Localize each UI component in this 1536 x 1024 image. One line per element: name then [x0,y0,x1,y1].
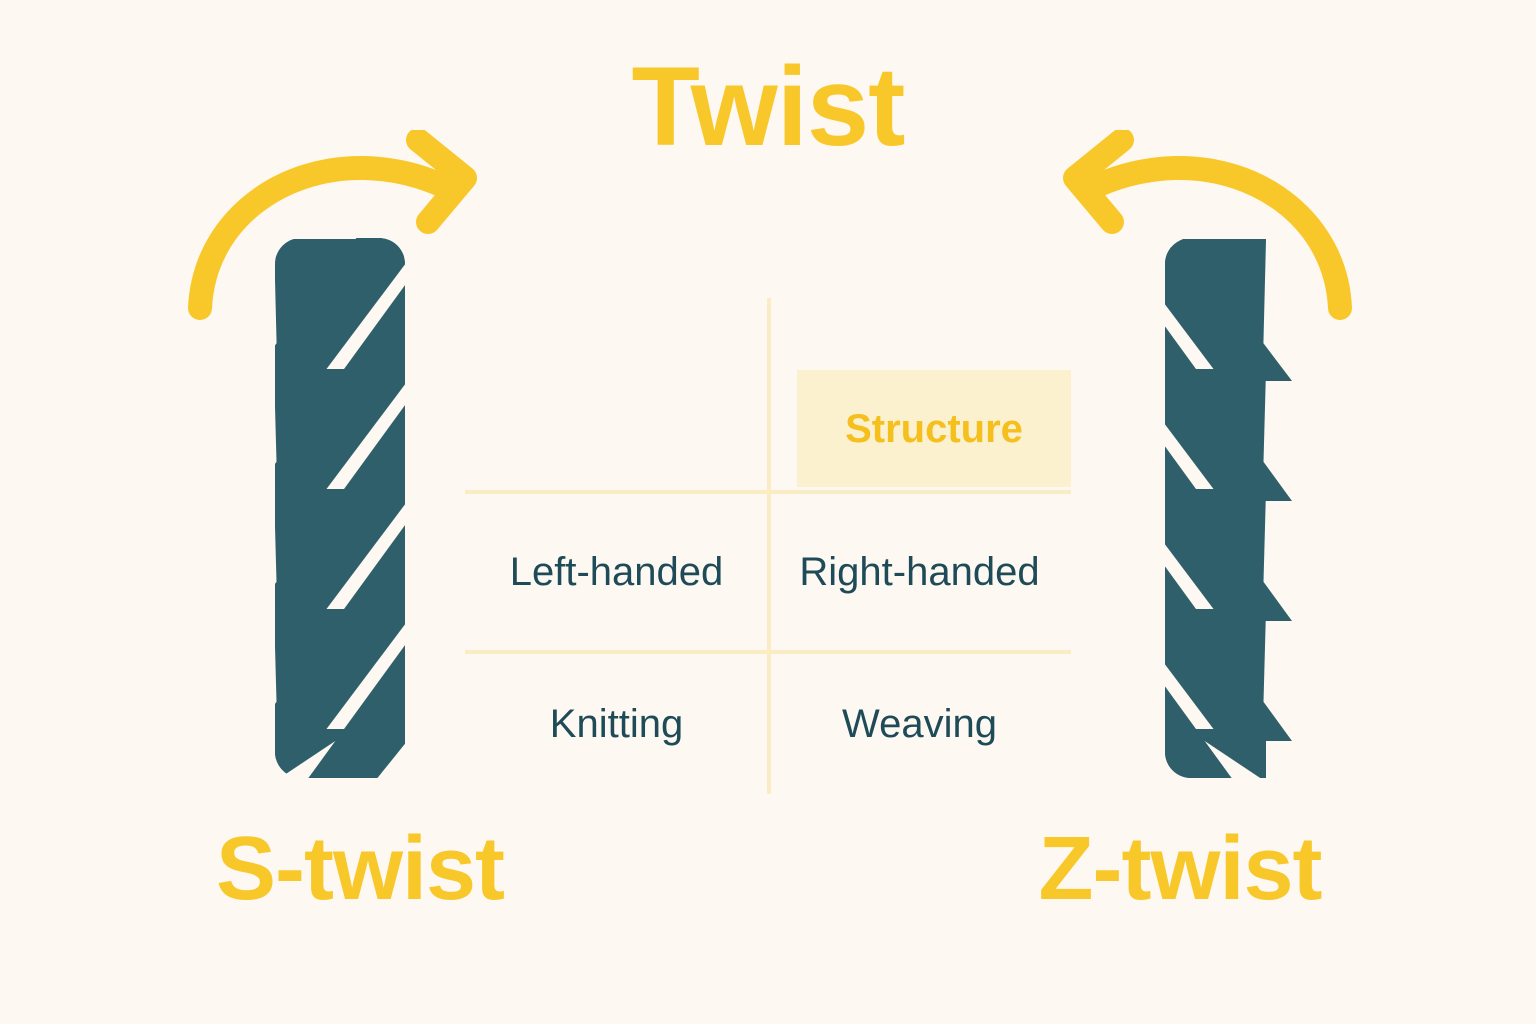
table-cell-row2-left: Knitting [549,702,684,746]
table-cell-row1-left: Left-handed [509,550,724,594]
table-cell-row0-right-structure: Structure [797,370,1071,487]
right-panel-label: Z-twist [1038,819,1323,919]
left-panel-label: S-twist [215,819,505,919]
curved-arrow-counterclockwise-left-icon [1063,130,1352,320]
table-cell-row0-left [465,298,768,490]
curved-arrow-clockwise-right-icon [188,130,477,320]
rope-z-twist-icon [1165,238,1293,778]
right-rope-illustration [1050,130,1380,810]
table-cell-row2-right: Weaving [842,702,997,746]
table-cell-row1-right: Right-handed [799,550,1040,594]
comparison-table: Structure Left-handed Right-handed Knitt… [465,298,1071,794]
table-vertical-divider [767,298,771,794]
page-title: Twist [631,44,906,169]
left-rope-illustration [160,130,490,810]
table-horizontal-divider-2 [465,650,1071,654]
rope-s-twist-icon [275,238,405,778]
table-horizontal-divider-1 [465,490,1071,494]
